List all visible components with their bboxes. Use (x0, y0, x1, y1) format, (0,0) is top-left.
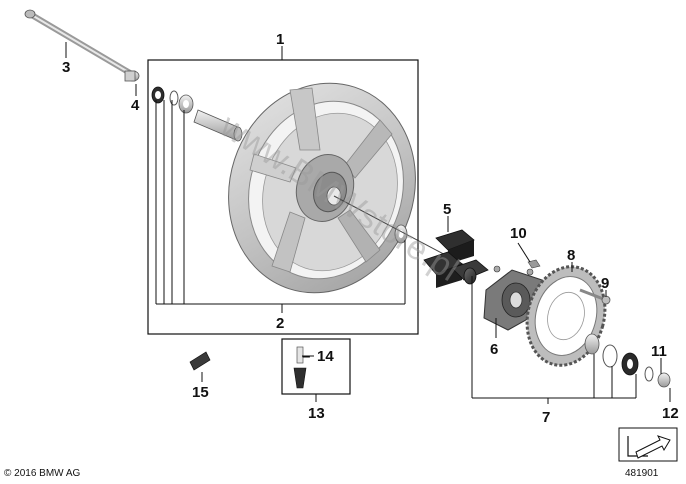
group-frame-1-2 (147, 46, 419, 335)
callout-8: 8 (567, 247, 575, 264)
axle-part (24, 9, 133, 76)
seal-rings-left (151, 86, 194, 114)
callout-9: 9 (601, 275, 609, 292)
callout-10: 10 (510, 225, 527, 242)
callout-7: 7 (542, 409, 550, 426)
callout-13: 13 (308, 405, 325, 422)
callout-5: 5 (443, 201, 451, 218)
wheel-rim-part (228, 82, 416, 294)
document-number: 481901 (625, 468, 659, 479)
nut-part-10 (527, 259, 541, 269)
callout-3: 3 (62, 59, 70, 76)
callout-12: 12 (662, 405, 679, 422)
callout-14-dash: – (302, 348, 310, 365)
direction-arrow-icon (618, 427, 678, 462)
callout-6: 6 (490, 341, 498, 358)
callout-1: 1 (276, 31, 284, 48)
balance-weight-part (189, 351, 211, 371)
bearing-seals-right (584, 333, 671, 388)
damper-blocks-part (423, 229, 489, 288)
group-frame-7 (471, 276, 637, 404)
callout-14: 14 (317, 348, 334, 365)
callout-11: 11 (651, 343, 667, 360)
spacer-nut-part (124, 70, 140, 82)
group-frame-13 (281, 338, 351, 402)
callout-15: 15 (192, 384, 209, 401)
valve-part (293, 346, 307, 389)
copyright-text: © 2016 BMW AG (4, 468, 81, 479)
spacer-tube-part (193, 109, 243, 142)
callout-4: 4 (131, 97, 140, 114)
leader-lines (65, 42, 671, 402)
callout-2: 2 (276, 315, 284, 332)
